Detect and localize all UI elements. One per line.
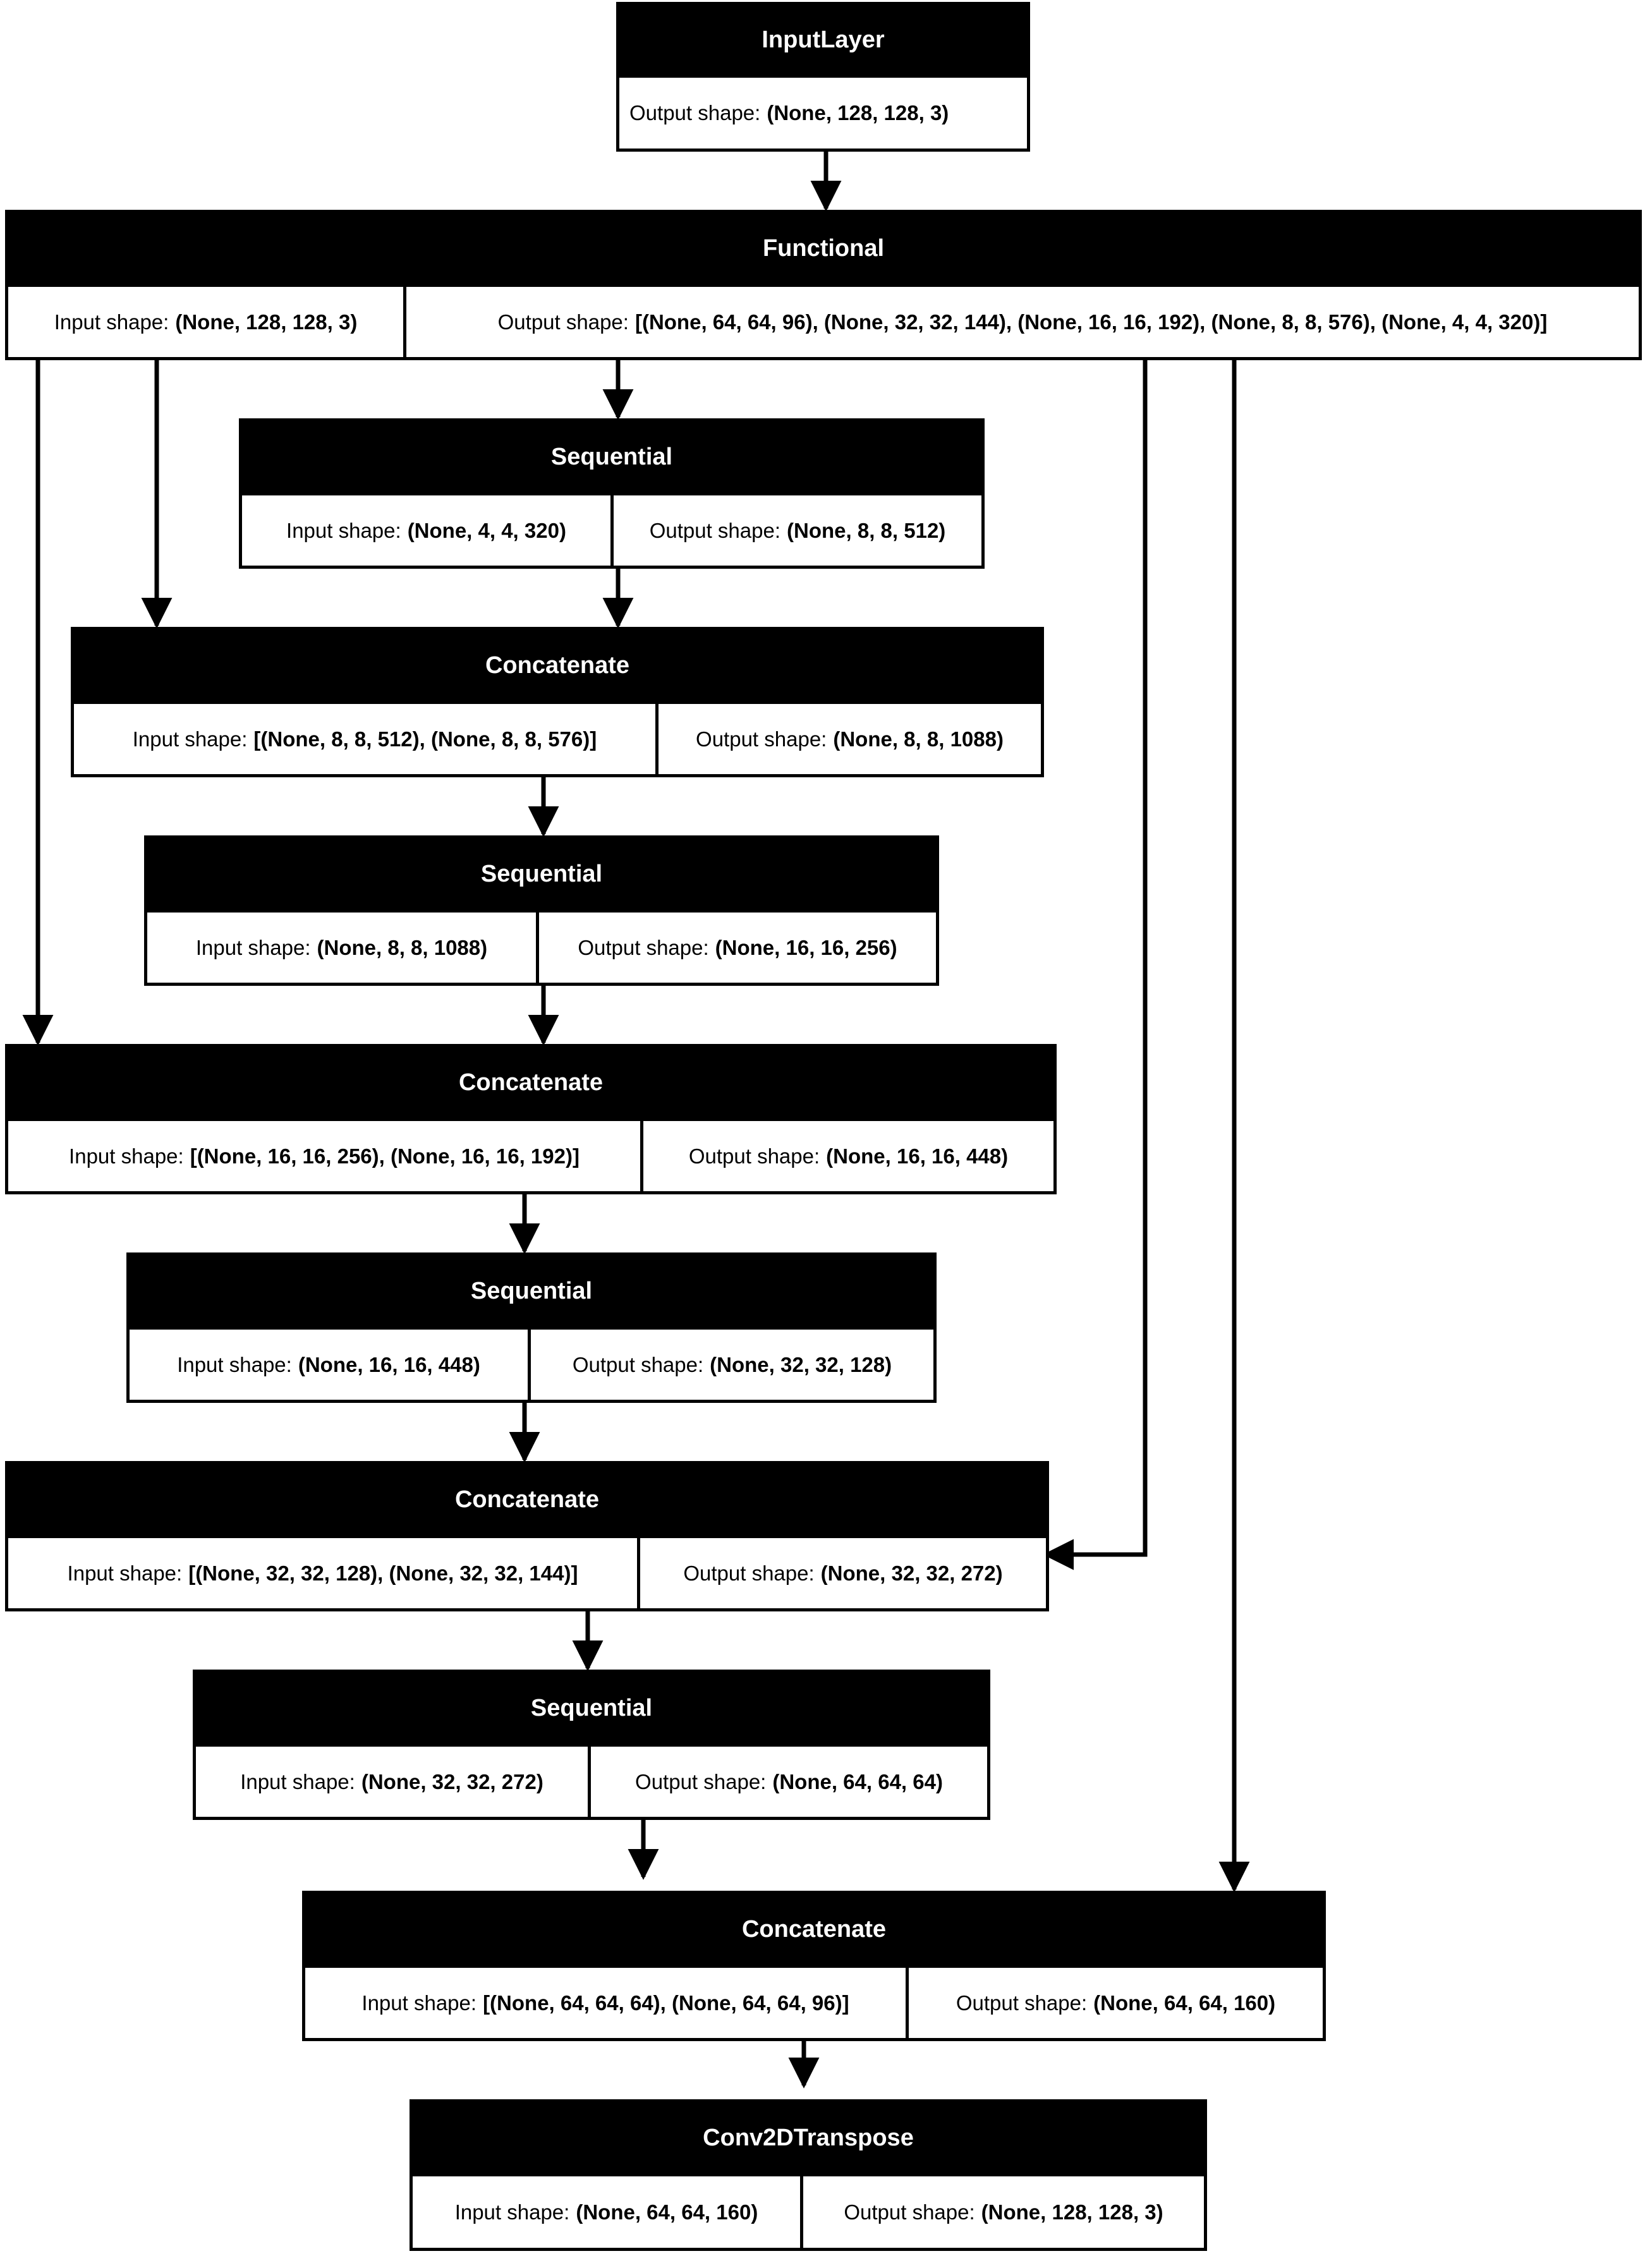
node-sequential-4-shapes: Input shape: (None, 32, 32, 272) Output …: [196, 1743, 987, 1817]
node-concatenate-3-shapes: Input shape: [(None, 32, 32, 128), (None…: [8, 1535, 1046, 1608]
input-shape-label: Input shape:: [454, 2200, 570, 2224]
output-shape-label: Output shape:: [629, 101, 761, 124]
sequential-4-input-shape: Input shape: (None, 32, 32, 272): [196, 1747, 591, 1817]
output-shape-value: (None, 8, 8, 1088): [833, 727, 1004, 751]
output-shape-value: [(None, 64, 64, 96), (None, 32, 32, 144)…: [634, 310, 1548, 334]
concatenate-1-input-shape: Input shape: [(None, 8, 8, 512), (None, …: [74, 704, 659, 774]
output-shape-label: Output shape:: [635, 1769, 767, 1793]
node-sequential-2[interactable]: Sequential Input shape: (None, 8, 8, 108…: [144, 835, 939, 986]
node-concatenate-2-title: Concatenate: [8, 1047, 1053, 1118]
node-sequential-4[interactable]: Sequential Input shape: (None, 32, 32, 2…: [193, 1670, 990, 1820]
output-shape-value: (None, 32, 32, 272): [820, 1561, 1003, 1585]
node-functional-title: Functional: [8, 213, 1639, 284]
input-shape-value: (None, 8, 8, 1088): [317, 935, 488, 959]
input-shape-value: (None, 32, 32, 272): [361, 1769, 543, 1793]
inputlayer-output-shape: Output shape: (None, 128, 128, 3): [619, 78, 959, 149]
input-shape-label: Input shape:: [54, 310, 169, 334]
input-shape-value: (None, 16, 16, 448): [298, 1352, 480, 1376]
sequential-1-output-shape: Output shape: (None, 8, 8, 512): [614, 495, 981, 566]
node-sequential-3-shapes: Input shape: (None, 16, 16, 448) Output …: [130, 1326, 933, 1400]
sequential-4-output-shape: Output shape: (None, 64, 64, 64): [591, 1747, 987, 1817]
node-sequential-1-title: Sequential: [242, 421, 981, 492]
node-sequential-1-shapes: Input shape: (None, 4, 4, 320) Output sh…: [242, 492, 981, 566]
node-concatenate-2[interactable]: Concatenate Input shape: [(None, 16, 16,…: [5, 1044, 1057, 1194]
conv2dtranspose-output-shape: Output shape: (None, 128, 128, 3): [803, 2176, 1204, 2248]
node-sequential-1[interactable]: Sequential Input shape: (None, 4, 4, 320…: [239, 418, 985, 569]
output-shape-value: (None, 8, 8, 512): [787, 518, 946, 542]
input-shape-label: Input shape:: [240, 1769, 355, 1793]
sequential-1-input-shape: Input shape: (None, 4, 4, 320): [242, 495, 614, 566]
node-concatenate-4-title: Concatenate: [305, 1894, 1323, 1965]
output-shape-value: (None, 32, 32, 128): [710, 1352, 892, 1376]
input-shape-label: Input shape:: [361, 1991, 477, 2015]
input-shape-value: [(None, 32, 32, 128), (None, 32, 32, 144…: [188, 1561, 578, 1585]
input-shape-label: Input shape:: [286, 518, 401, 542]
node-sequential-2-title: Sequential: [147, 839, 936, 909]
node-conv2dtranspose-title: Conv2DTranspose: [413, 2102, 1204, 2173]
output-shape-label: Output shape:: [696, 727, 827, 751]
node-inputlayer-title: InputLayer: [619, 5, 1027, 75]
node-concatenate-2-shapes: Input shape: [(None, 16, 16, 256), (None…: [8, 1118, 1053, 1191]
node-functional-shapes: Input shape: (None, 128, 128, 3) Output …: [8, 284, 1639, 357]
output-shape-label: Output shape:: [683, 1561, 815, 1585]
input-shape-label: Input shape:: [67, 1561, 183, 1585]
output-shape-value: (None, 64, 64, 64): [772, 1769, 943, 1793]
concatenate-4-input-shape: Input shape: [(None, 64, 64, 64), (None,…: [305, 1968, 909, 2038]
output-shape-value: (None, 64, 64, 160): [1093, 1991, 1276, 2015]
node-concatenate-4-shapes: Input shape: [(None, 64, 64, 64), (None,…: [305, 1965, 1323, 2038]
input-shape-value: [(None, 64, 64, 64), (None, 64, 64, 96)]: [483, 1991, 849, 2015]
node-concatenate-4[interactable]: Concatenate Input shape: [(None, 64, 64,…: [302, 1891, 1326, 2041]
concatenate-3-output-shape: Output shape: (None, 32, 32, 272): [640, 1538, 1046, 1608]
concatenate-3-input-shape: Input shape: [(None, 32, 32, 128), (None…: [8, 1538, 640, 1608]
sequential-2-input-shape: Input shape: (None, 8, 8, 1088): [147, 913, 539, 983]
input-shape-label: Input shape:: [177, 1352, 292, 1376]
conv2dtranspose-input-shape: Input shape: (None, 64, 64, 160): [413, 2176, 803, 2248]
output-shape-label: Output shape:: [578, 935, 709, 959]
input-shape-label: Input shape:: [69, 1144, 184, 1168]
node-sequential-2-shapes: Input shape: (None, 8, 8, 1088) Output s…: [147, 909, 936, 983]
input-shape-value: (None, 4, 4, 320): [407, 518, 566, 542]
node-conv2dtranspose[interactable]: Conv2DTranspose Input shape: (None, 64, …: [410, 2099, 1207, 2251]
output-shape-value: (None, 16, 16, 448): [826, 1144, 1009, 1168]
node-functional[interactable]: Functional Input shape: (None, 128, 128,…: [5, 210, 1642, 360]
functional-input-shape: Input shape: (None, 128, 128, 3): [8, 287, 406, 357]
node-concatenate-1-title: Concatenate: [74, 630, 1041, 701]
output-shape-value: (None, 128, 128, 3): [767, 101, 949, 124]
node-inputlayer-shapes: Output shape: (None, 128, 128, 3): [619, 75, 1027, 149]
input-shape-value: (None, 64, 64, 160): [576, 2200, 758, 2224]
input-shape-value: [(None, 8, 8, 512), (None, 8, 8, 576)]: [253, 727, 597, 751]
sequential-2-output-shape: Output shape: (None, 16, 16, 256): [539, 913, 936, 983]
node-sequential-3-title: Sequential: [130, 1256, 933, 1326]
output-shape-label: Output shape:: [572, 1352, 704, 1376]
input-shape-value: (None, 128, 128, 3): [175, 310, 358, 334]
output-shape-value: (None, 128, 128, 3): [981, 2200, 1163, 2224]
output-shape-label: Output shape:: [844, 2200, 975, 2224]
node-concatenate-1-shapes: Input shape: [(None, 8, 8, 512), (None, …: [74, 701, 1041, 774]
concatenate-1-output-shape: Output shape: (None, 8, 8, 1088): [659, 704, 1041, 774]
node-sequential-4-title: Sequential: [196, 1673, 987, 1743]
node-concatenate-1[interactable]: Concatenate Input shape: [(None, 8, 8, 5…: [71, 627, 1044, 777]
node-sequential-3[interactable]: Sequential Input shape: (None, 16, 16, 4…: [126, 1252, 937, 1403]
input-shape-label: Input shape:: [195, 935, 311, 959]
input-shape-label: Input shape:: [132, 727, 248, 751]
output-shape-label: Output shape:: [497, 310, 629, 334]
node-conv2dtranspose-shapes: Input shape: (None, 64, 64, 160) Output …: [413, 2173, 1204, 2248]
output-shape-label: Output shape:: [688, 1144, 820, 1168]
output-shape-value: (None, 16, 16, 256): [715, 935, 897, 959]
node-inputlayer[interactable]: InputLayer Output shape: (None, 128, 128…: [616, 2, 1030, 152]
functional-output-shape: Output shape: [(None, 64, 64, 96), (None…: [406, 287, 1639, 357]
edge-functional-to-concat3: [1043, 360, 1148, 1570]
sequential-3-output-shape: Output shape: (None, 32, 32, 128): [531, 1330, 933, 1400]
concatenate-2-input-shape: Input shape: [(None, 16, 16, 256), (None…: [8, 1121, 643, 1191]
concatenate-4-output-shape: Output shape: (None, 64, 64, 160): [909, 1968, 1323, 2038]
node-concatenate-3[interactable]: Concatenate Input shape: [(None, 32, 32,…: [5, 1461, 1049, 1611]
output-shape-label: Output shape:: [956, 1991, 1088, 2015]
node-concatenate-3-title: Concatenate: [8, 1464, 1046, 1535]
output-shape-label: Output shape:: [649, 518, 781, 542]
input-shape-value: [(None, 16, 16, 256), (None, 16, 16, 192…: [190, 1144, 580, 1168]
concatenate-2-output-shape: Output shape: (None, 16, 16, 448): [643, 1121, 1053, 1191]
sequential-3-input-shape: Input shape: (None, 16, 16, 448): [130, 1330, 531, 1400]
